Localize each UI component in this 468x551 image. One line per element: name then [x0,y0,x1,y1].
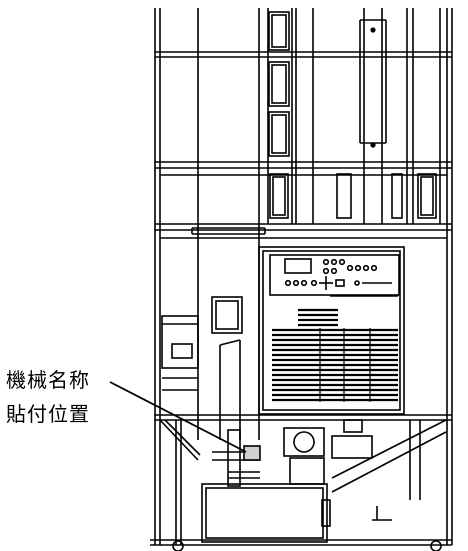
caster-wheel-left [172,540,184,551]
upper-panels [267,8,441,224]
control-cabinet [258,246,405,415]
callout-label-line-1: 機械名称 [6,368,90,392]
label-location-marker [243,445,261,461]
tower-frame [154,8,453,545]
caster-wheel-right [430,540,442,551]
lower-machinery [150,419,452,551]
center-column [359,8,387,224]
callout-label-line-2: 貼付位置 [6,402,90,426]
left-side-panels [159,296,243,461]
vent-grille [272,308,398,402]
callout-leader-line [109,381,247,453]
